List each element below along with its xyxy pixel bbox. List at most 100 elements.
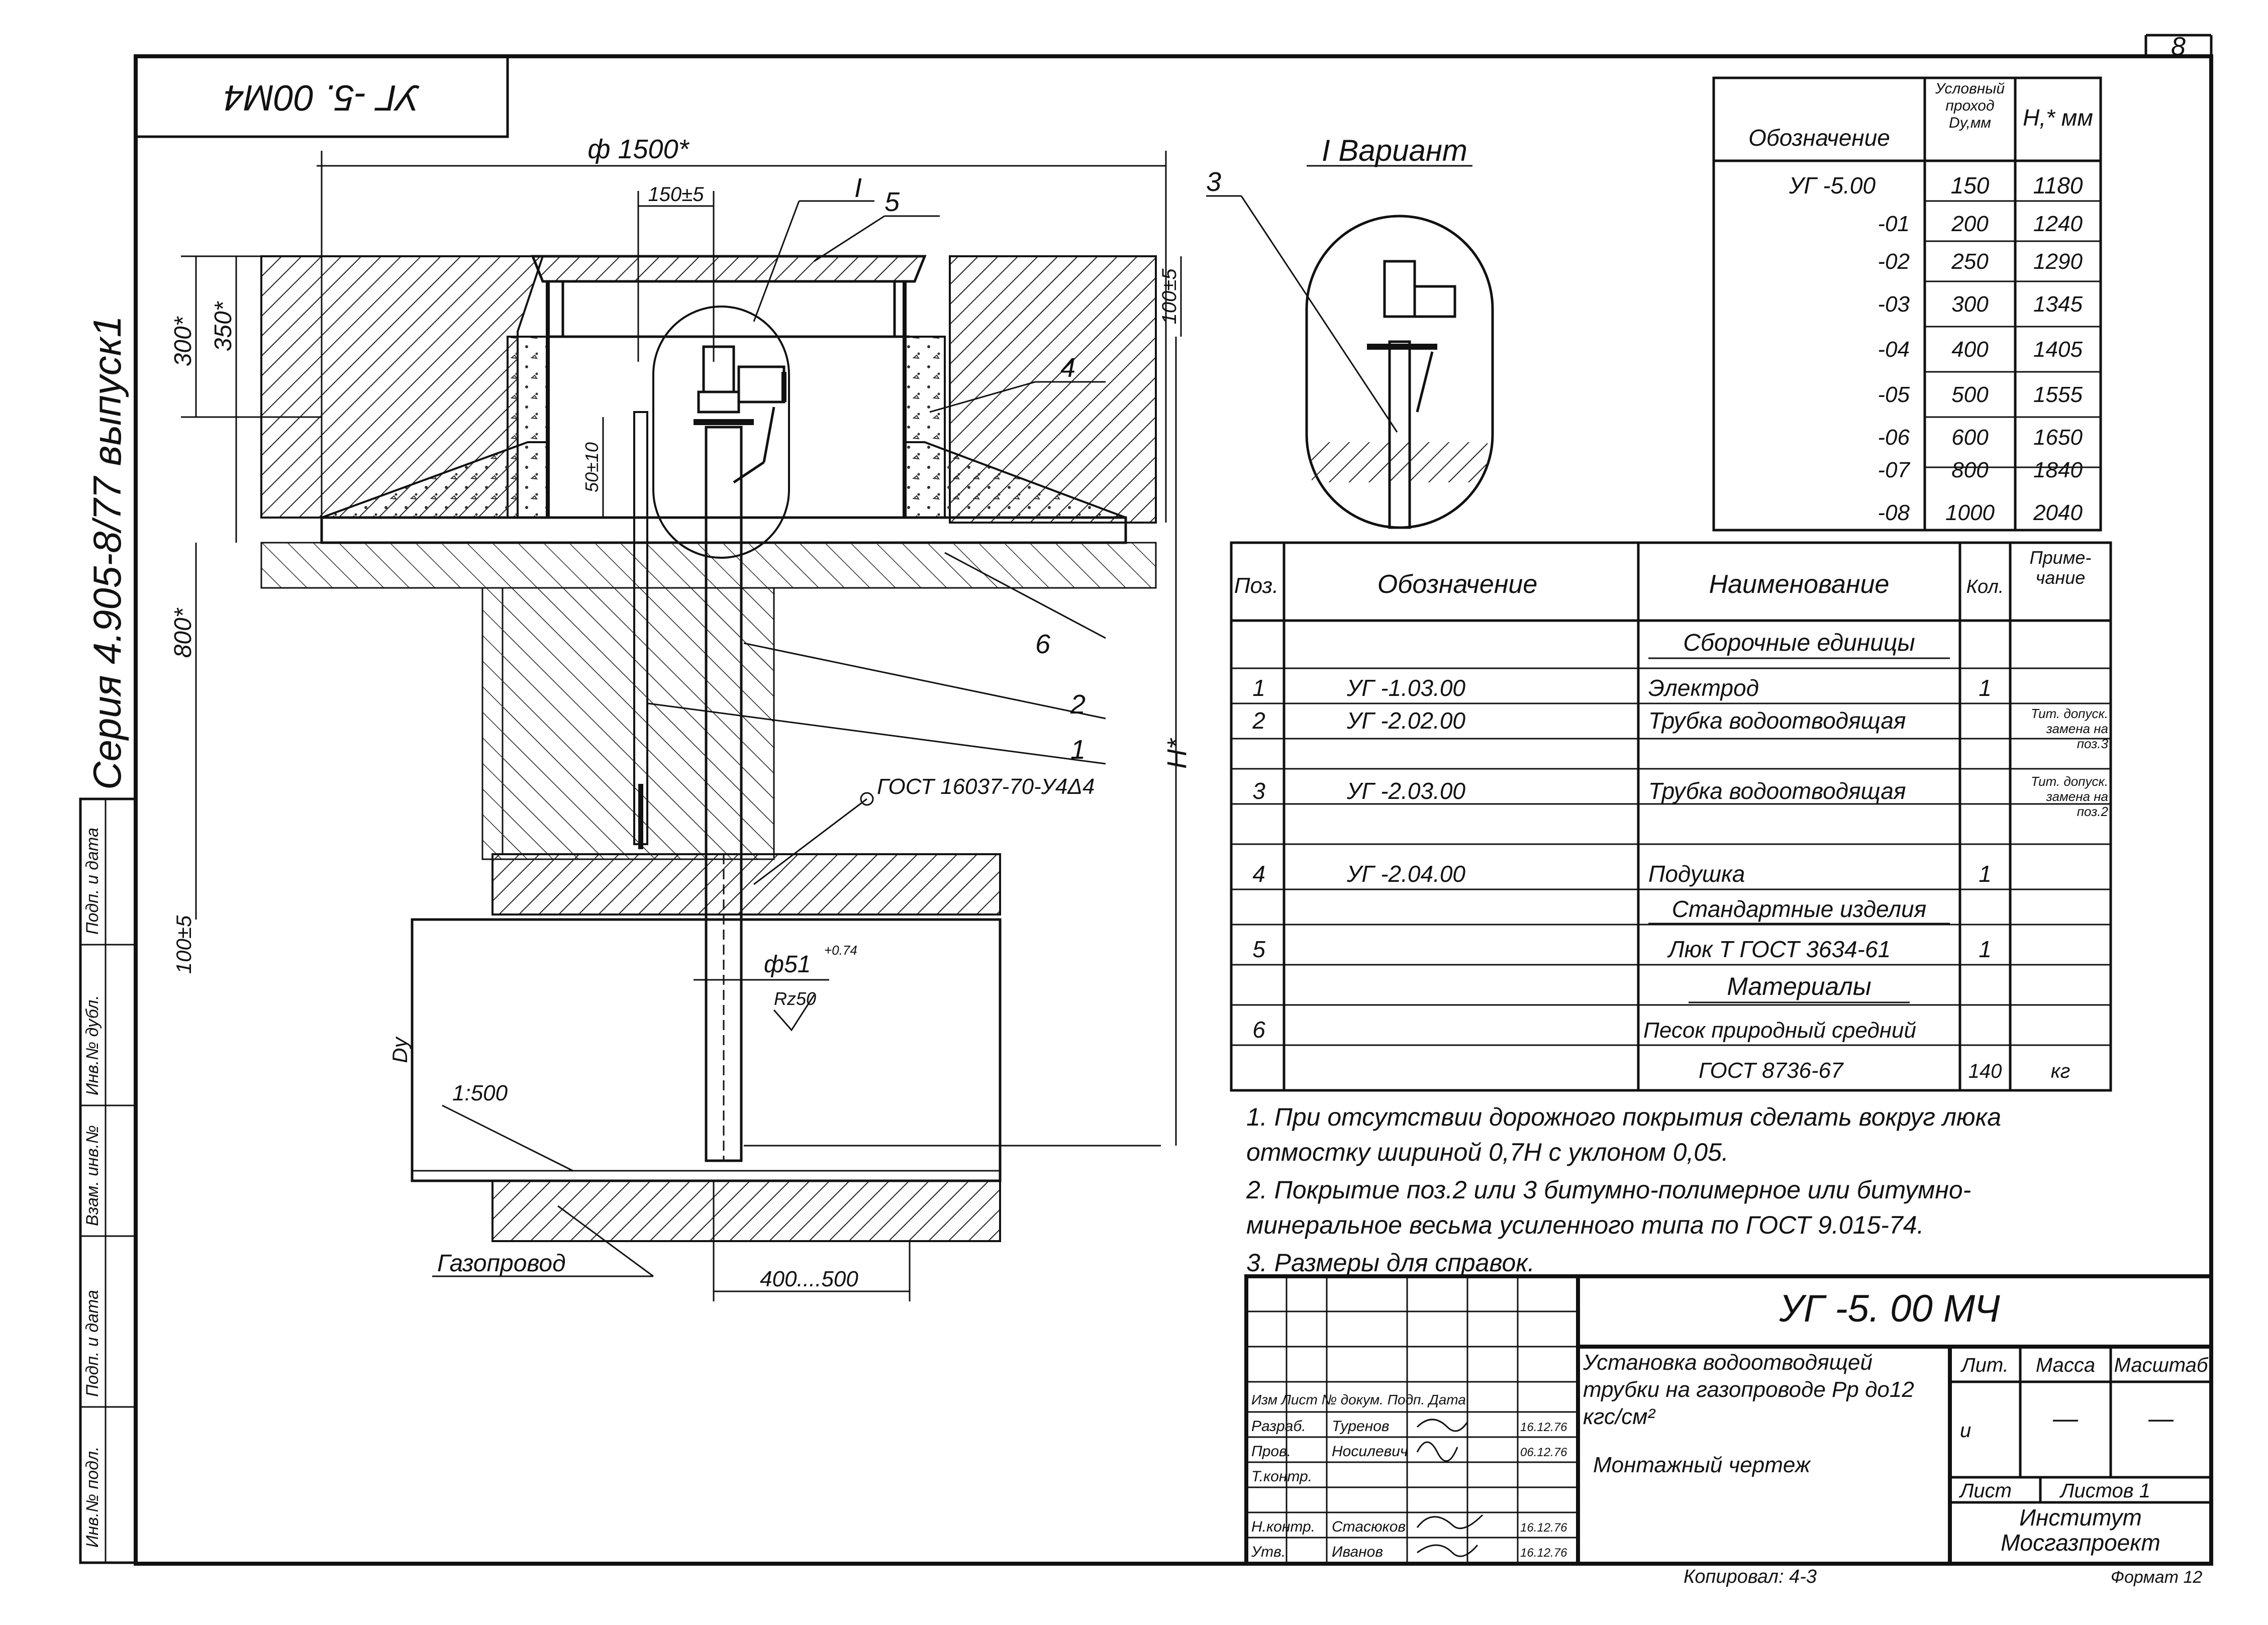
spec-table: Поз. Обозначение Наименование Кол. Приме… — [1230, 541, 2112, 1092]
spec-r8-name: Песок природный средний — [1643, 1018, 1916, 1043]
tb-role-5: Утв. — [1251, 1544, 1286, 1560]
spec-r2-note: Тит. допуск. замена на поз.3 — [2031, 706, 2108, 751]
tb-name-1: Носилевич — [1332, 1443, 1408, 1460]
spec-h2: Наименование — [1709, 570, 1890, 599]
spec-r4-qty: 1 — [1979, 861, 1992, 887]
signature-0 — [1416, 1418, 1468, 1432]
callout-3: 3 — [1206, 167, 1221, 197]
dim-table-r4-c1: 400 — [1951, 337, 1989, 362]
stamp-code-box: УГ -5. 00М4 — [134, 55, 509, 138]
spec-h4: Приме- чание — [2029, 548, 2092, 588]
note-line-4: 3. Размеры для справок. — [1246, 1249, 1535, 1277]
dim-Dy: Dy — [388, 1036, 412, 1063]
slope-mark: 1:500 — [452, 1081, 508, 1105]
dim-table-r5-c0: -05 — [1878, 382, 1910, 407]
dim-table-r7-c2: 1840 — [2033, 458, 2083, 482]
dim-d51-tol: +0.74 — [824, 943, 857, 958]
tb-scale-label: Масштаб — [2114, 1354, 2209, 1376]
spec-r3-code: УГ -2.03.00 — [1346, 778, 1465, 804]
tb-name-5: Иванов — [1332, 1544, 1383, 1560]
dim-d350: 350* — [210, 301, 237, 351]
spec-r3-pos: 3 — [1252, 778, 1265, 804]
spec-r4-code: УГ -2.04.00 — [1346, 861, 1465, 887]
tb-role-0: Разраб. — [1251, 1418, 1306, 1435]
spec-h1: Обозначение — [1377, 570, 1538, 599]
callout-2: 2 — [1070, 689, 1086, 720]
tb-sheets-label: Листов 1 — [2059, 1480, 2150, 1502]
spec-r9-unit: кг — [2051, 1060, 2070, 1082]
dim-d150: 150±5 — [648, 183, 705, 206]
dim-d800: 800* — [170, 607, 196, 658]
tb-date-5: 16.12.76 — [1520, 1546, 1567, 1560]
callout-5: 5 — [884, 187, 900, 217]
tb-code: УГ -5. 00 МЧ — [1779, 1287, 2000, 1330]
variant-marker: I — [854, 173, 862, 203]
valve-assembly — [694, 345, 786, 484]
tb-org: Институт Мосгазпроект — [2001, 1505, 2160, 1556]
side-stamp-1: Подп. и дата — [83, 1290, 102, 1397]
side-stamp-0: Инв.№ подл. — [83, 1446, 102, 1548]
tb-name-0: Туренов — [1332, 1418, 1390, 1435]
dim-table-r1-c1: 200 — [1951, 212, 1989, 236]
spec-r4-pos: 4 — [1252, 861, 1265, 887]
side-stamp-2: Взам. инв.№ — [83, 1125, 102, 1226]
tb-name-4: Стасюков — [1332, 1518, 1406, 1535]
dim-table-r8-c2: 2040 — [2033, 500, 2083, 525]
tb-sheet-label: Лист — [1958, 1480, 2012, 1502]
dim-table-h1: Условный проход Dy,мм — [1935, 80, 2005, 131]
dim-table-r7-c0: -07 — [1878, 458, 1910, 482]
dim-d50: 50±10 — [581, 442, 602, 492]
tb-lit-value: и — [1960, 1419, 1971, 1442]
dim-table-r0-c0: УГ -5.00 — [1789, 172, 1876, 198]
spec-h0: Поз. — [1234, 573, 1279, 598]
dim-table-r6-c2: 1650 — [2033, 425, 2083, 450]
dim-table-r3-c2: 1345 — [2033, 292, 2083, 317]
dim-H: H* — [1162, 738, 1192, 769]
dim-d300: 300* — [170, 316, 196, 366]
dim-table-r7-c1: 800 — [1951, 458, 1989, 482]
tb-header-row: Изм Лист № докум. Подп. Дата — [1251, 1392, 1466, 1407]
dim-table-r2-c2: 1290 — [2033, 249, 2083, 274]
spec-r7-name: Материалы — [1727, 972, 1871, 1000]
tb-role-4: Н.контр. — [1251, 1518, 1315, 1535]
note-line-3: минеральное весьма усиленного типа по ГО… — [1246, 1211, 1924, 1239]
signature-5 — [1417, 1544, 1478, 1557]
spec-r3-note: Тит. допуск. замена на поз.2 — [2031, 774, 2108, 819]
side-stamp-3: Инв.№ дубл. — [83, 995, 102, 1095]
signature-1 — [1416, 1441, 1458, 1462]
tb-date-1: 06.12.76 — [1520, 1446, 1567, 1459]
spec-h3: Кол. — [1966, 576, 2004, 597]
spec-r1-pos: 1 — [1252, 675, 1265, 701]
tb-date-4: 16.12.76 — [1520, 1521, 1567, 1535]
dim-table-r6-c1: 600 — [1951, 425, 1989, 450]
spec-r5-name: Стандартные изделия — [1672, 896, 1926, 922]
spec-r3-name: Трубка водоотводящая — [1648, 778, 1906, 804]
callout-6: 6 — [1035, 629, 1051, 659]
spec-r8-pos: 6 — [1252, 1017, 1265, 1043]
gas-pipe-label: Газопровод — [437, 1250, 566, 1277]
spec-r0-name: Сборочные единицы — [1683, 630, 1915, 656]
spec-r4-name: Подушка — [1648, 861, 1745, 887]
roughness-mark: Rz50 — [774, 988, 816, 1009]
tb-lit-label: Лит. — [1960, 1354, 2009, 1376]
dim-table-r2-c0: -02 — [1878, 249, 1910, 274]
spec-r1-qty: 1 — [1979, 675, 1992, 701]
side-stamp-4: Подп. и дата — [83, 828, 102, 935]
spec-r6-name: Люк Т ГОСТ 3634-61 — [1667, 936, 1891, 962]
dim-table-r8-c0: -08 — [1878, 500, 1910, 525]
variant-detail: I Вариант 3 — [1206, 134, 1494, 529]
spec-r6-qty: 1 — [1979, 936, 1992, 962]
dim-table-r5-c1: 500 — [1951, 382, 1989, 407]
dim-d100b: 100±5 — [172, 915, 195, 974]
dim-table-h2: H,* мм — [2023, 105, 2093, 131]
callouts: 5 I 4 6 2 1 — [648, 173, 1106, 765]
callout-4: 4 — [1060, 353, 1075, 383]
dim-table-r0-c1: 150 — [1951, 172, 1990, 198]
tb-title: Установка водоотводящей трубки на газопр… — [1583, 1350, 1914, 1429]
dim-d51: ф51 — [764, 951, 811, 978]
signature-4 — [1416, 1514, 1484, 1530]
weld-gost: ГОСТ 16037-70-У4Δ4 — [877, 774, 1095, 799]
dim-d100a: 100±5 — [1158, 268, 1180, 325]
